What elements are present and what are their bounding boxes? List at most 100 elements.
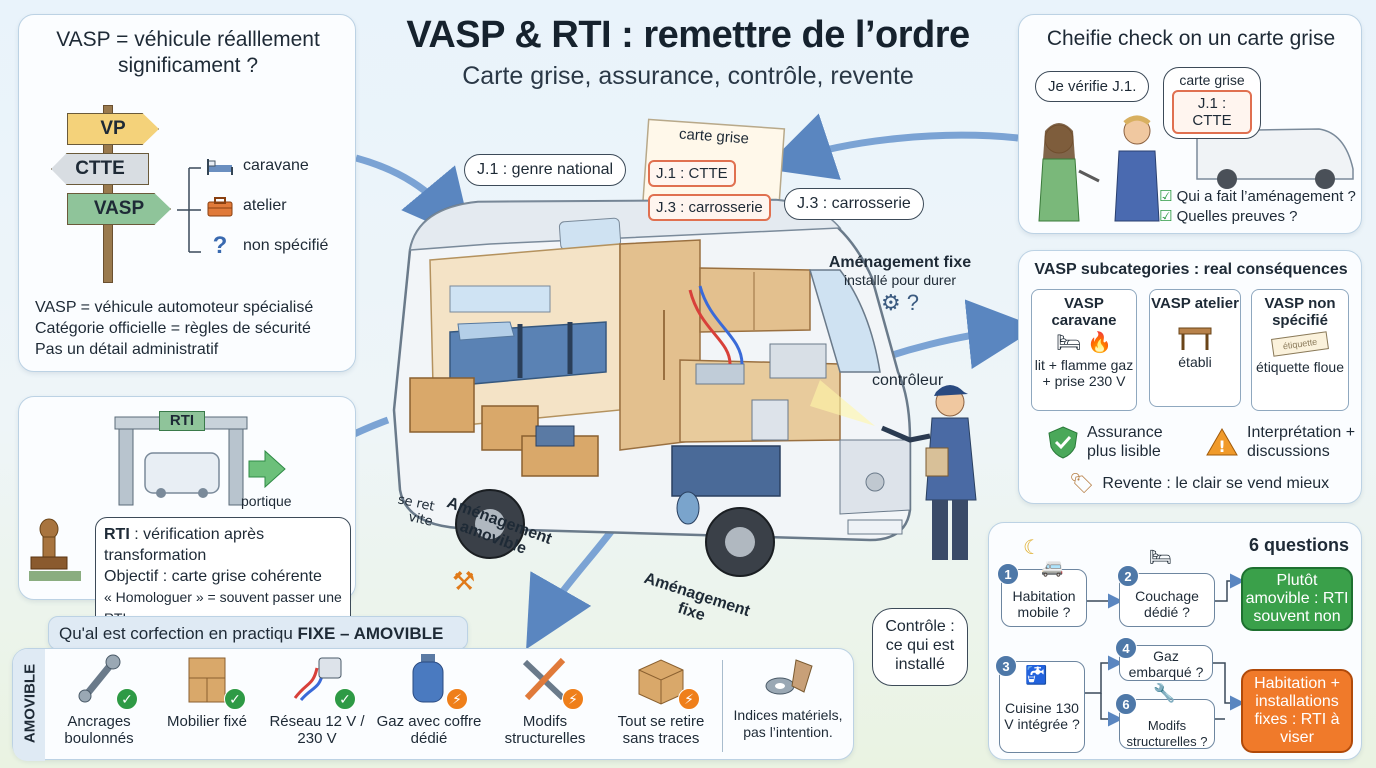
shield-check-icon bbox=[1048, 426, 1078, 459]
callout-j1: J.1 : genre national bbox=[464, 154, 627, 186]
drill-icon: 🔧 bbox=[1153, 683, 1176, 703]
wrench-icon: ⚒ bbox=[452, 566, 476, 596]
sink-icon: 🚰 bbox=[1025, 665, 1048, 685]
check-list: ☑ Qui a fait l’aménagement ? ☑ Quelles p… bbox=[1159, 187, 1356, 227]
cabinet-icon bbox=[188, 657, 226, 703]
strip-item-label: Tout se retire sans traces bbox=[617, 713, 705, 747]
questions-title: 6 questions bbox=[1249, 535, 1350, 555]
wrench-question-icon: ⚙ ? bbox=[880, 290, 920, 315]
van-icon: 🚐 bbox=[1041, 557, 1064, 577]
ok-badge: ✓ bbox=[224, 688, 246, 710]
rti-gate-caption: portique bbox=[241, 493, 292, 509]
six-questions-panel: 6 questions ☾ Habitation mobile ? 1 🚐 Co… bbox=[988, 522, 1362, 760]
card-vasp-caravane: VASP caravane 🛏 🔥 lit + flamme gaz + pri… bbox=[1031, 289, 1137, 411]
strip-heading-text: Qu'al est corfection en practiqu FIXE – … bbox=[59, 624, 443, 644]
result-removable: Plutôt amovible : RTI souvent non bbox=[1241, 567, 1353, 631]
strip-item-removable: ⚡ Tout se retire sans traces bbox=[606, 652, 716, 747]
card-desc: étiquette floue bbox=[1256, 359, 1344, 375]
strip-item-label: Gaz avec coffre dédié bbox=[376, 713, 482, 747]
interpretation-text: Interprétation + discussions bbox=[1247, 424, 1356, 460]
price-tag-icon: 🏷 bbox=[1069, 473, 1095, 495]
question-icon: ? bbox=[212, 232, 228, 259]
vasp-definitions: VASP = véhicule automoteur spécialisé Ca… bbox=[35, 297, 313, 360]
vasp-question: VASP = véhicule réalllement significamen… bbox=[56, 28, 320, 77]
strip-heading-prefix: Qu'al est corfection en practiqu bbox=[59, 624, 298, 643]
anchor-bolt-icon bbox=[78, 654, 121, 703]
strip-item-furniture: ✓ Mobilier fixé bbox=[152, 652, 262, 730]
bed-icon: 🛏 bbox=[1149, 547, 1172, 567]
strip-item-label: Mobilier fixé bbox=[166, 713, 248, 730]
card-vasp-non-specifie: VASP non spécifié étiquette étiquette fl… bbox=[1251, 289, 1349, 411]
branch-label: non spécifié bbox=[243, 237, 329, 254]
interpretation-note: ! Interprétation + discussions bbox=[1205, 423, 1357, 461]
toolbox-icon bbox=[205, 193, 235, 219]
strip-note: Indices matériels, pas l’intention. bbox=[726, 652, 850, 741]
insurance-note: Assurance plus lisible bbox=[1047, 423, 1179, 461]
sign-vasp: VASP bbox=[67, 193, 171, 225]
strip-item-structural: ⚡ Modifs structurelles bbox=[490, 652, 600, 747]
page-subtitle: Carte grise, assurance, contrôle, revent… bbox=[462, 62, 914, 90]
branch-atelier: atelier bbox=[205, 193, 287, 219]
strip-heading-bold: FIXE – AMOVIBLE bbox=[297, 624, 444, 643]
strip-item-network: ✓ Réseau 12 V / 230 V bbox=[262, 652, 372, 747]
fixed-sub: installé pour durer bbox=[843, 272, 957, 288]
control-callout: Contrôle : ce qui est installé bbox=[872, 608, 968, 686]
definition-line: VASP = véhicule automoteur spécialisé bbox=[35, 299, 314, 316]
warning-badge: ⚡ bbox=[678, 688, 700, 710]
strip-item-gas: ⚡ Gaz avec coffre dédié bbox=[374, 652, 484, 747]
checkbox-icon: ☑ bbox=[1159, 208, 1177, 225]
vasp-definition-panel: VASP = véhicule réalllement significamen… bbox=[18, 14, 356, 372]
question-text: Habitation mobile ? bbox=[1012, 588, 1076, 620]
check-item-label: Qui a fait l’aménagement ? bbox=[1176, 188, 1356, 205]
wrench-screwdriver-icon bbox=[522, 657, 566, 701]
question-number: 6 bbox=[1115, 693, 1137, 715]
electric-plug-icon bbox=[293, 657, 342, 701]
empty-box-icon bbox=[638, 659, 684, 705]
strip-item-label: Réseau 12 V / 230 V bbox=[269, 713, 365, 747]
result-fixed: Habitation + installations fixes : RTI à… bbox=[1241, 669, 1353, 753]
sign-vp: VP bbox=[67, 113, 159, 145]
strip-item-label: Modifs structurelles bbox=[504, 713, 586, 747]
branch-non-specifie: ? non spécifié bbox=[205, 232, 329, 259]
blurry-label-icon: étiquette bbox=[1271, 331, 1329, 357]
question-text: Couchage dédié ? bbox=[1135, 588, 1199, 620]
subcat-title: VASP subcategories : real conséquences bbox=[1034, 261, 1348, 278]
workbench-icon bbox=[1178, 327, 1212, 350]
warning-badge: ⚡ bbox=[446, 688, 468, 710]
people-and-van-illustration bbox=[1038, 115, 1354, 222]
ok-badge: ✓ bbox=[334, 688, 356, 710]
card-desc: lit + flamme gaz + prise 230 V bbox=[1034, 357, 1134, 389]
card-title: VASP atelier bbox=[1151, 295, 1239, 312]
card-title: VASP caravane bbox=[1051, 295, 1117, 329]
material-clues-icon bbox=[765, 659, 813, 695]
stamp-icon bbox=[29, 518, 81, 581]
moon-icon: ☾ bbox=[1023, 537, 1041, 559]
strip-heading: Qu'al est corfection en practiqu FIXE – … bbox=[48, 616, 468, 650]
doc-field-j1: J.1 : CTTE bbox=[648, 160, 736, 187]
inspector-label: contrôleur bbox=[872, 372, 944, 389]
checkbox-icon: ☑ bbox=[1159, 188, 1177, 205]
warning-icon: ! bbox=[1206, 427, 1238, 456]
sign-ctte: CTTE bbox=[51, 153, 149, 185]
question-number: 3 bbox=[995, 655, 1017, 677]
fixed-title: Aménagement fixe bbox=[828, 254, 972, 271]
question-3: Cuisine 130 V intégrée ? bbox=[999, 661, 1085, 753]
question-number: 2 bbox=[1117, 565, 1139, 587]
woman-speech: Je vérifie J.1. bbox=[1035, 71, 1150, 102]
question-number: 1 bbox=[997, 563, 1019, 585]
resale-text: Revente : le clair se vend mieux bbox=[1102, 474, 1330, 492]
subcategories-panel: VASP subcategories : real conséquences V… bbox=[1018, 250, 1362, 504]
arrow-check-to-doc bbox=[763, 113, 1019, 180]
page-title: VASP & RTI : remettre de l’ordre bbox=[406, 14, 970, 56]
callout-j3: J.3 : carrosserie bbox=[784, 188, 924, 220]
registration-check-panel: Cheifie check on un carte grise Je vérif… bbox=[1018, 14, 1362, 234]
strip-item-anchors: ✓ Ancrages boulonnés bbox=[44, 652, 154, 747]
question-number: 4 bbox=[1115, 637, 1137, 659]
check-panel-title: Cheifie check on un carte grise bbox=[1046, 27, 1336, 50]
bed-icon bbox=[205, 153, 235, 179]
registration-bubble-title: carte grise bbox=[1179, 72, 1245, 88]
branch-label: atelier bbox=[243, 197, 287, 214]
registration-bubble-field: J.1 : CTTE bbox=[1172, 90, 1252, 134]
branch-label: caravane bbox=[243, 157, 309, 174]
definition-line: Catégorie officielle = règles de sécurit… bbox=[35, 320, 311, 337]
